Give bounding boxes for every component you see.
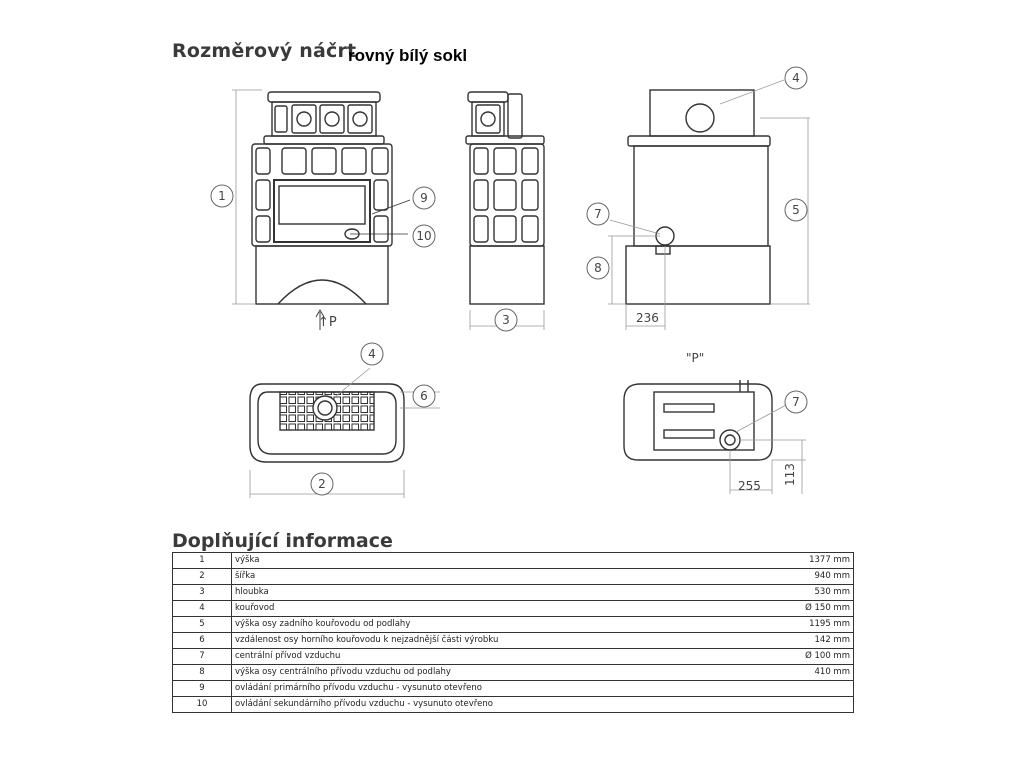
row-value: 1195 mm <box>753 616 854 633</box>
row-number: 10 <box>172 696 232 713</box>
row-number: 2 <box>172 568 232 585</box>
info-title: Doplňující informace <box>172 530 393 552</box>
row-label: centrální přívod vzduchu <box>230 648 754 665</box>
page-subtitle: rovný bílý sokl <box>348 46 468 65</box>
callout-5-label: 5 <box>792 203 800 217</box>
view-p <box>623 380 806 494</box>
callout-4-top <box>360 342 384 366</box>
callout-3-label: 3 <box>502 313 510 327</box>
callout-6 <box>412 384 436 408</box>
dimension-255: 255 <box>738 479 761 493</box>
callout-7-p <box>784 390 808 414</box>
view-label-p: "P" <box>686 351 704 365</box>
row-label: šířka <box>230 568 754 585</box>
dimension-113: 113 <box>783 463 797 486</box>
crown-tiles <box>274 104 373 134</box>
fire-door <box>273 179 371 243</box>
row-label: kouřovod <box>230 600 754 617</box>
callout-10 <box>412 224 436 248</box>
row-value: Ø 100 mm <box>753 648 854 665</box>
row-number: 7 <box>172 648 232 665</box>
callout-7-p-label: 7 <box>792 395 800 409</box>
row-number: 6 <box>172 632 232 649</box>
row-value: 142 mm <box>753 632 854 649</box>
row-value: 410 mm <box>753 664 854 681</box>
callout-4-top-label: 4 <box>368 347 376 361</box>
row-number: 4 <box>172 600 232 617</box>
row-label: výška osy zadního kouřovodu od podlahy <box>230 616 754 633</box>
row-label: výška osy centrálního přívodu vzduchu od… <box>230 664 754 681</box>
row-label: výška <box>230 552 754 569</box>
callout-1 <box>210 184 234 208</box>
callout-2-label: 2 <box>318 477 326 491</box>
row-label: ovládání sekundárního přívodu vzduchu - … <box>230 696 754 713</box>
callout-8-label: 8 <box>594 261 602 275</box>
dimension-236: 236 <box>636 311 659 325</box>
view-marker-arrow: ↑P <box>318 315 337 330</box>
callout-4-rear-label: 4 <box>792 71 800 85</box>
page-title: Rozměrový náčrt <box>172 40 357 62</box>
top-view <box>249 367 440 498</box>
row-label: vzdálenost osy horního kouřovodu k nejza… <box>230 632 754 649</box>
callout-7-rear-label: 7 <box>594 207 602 221</box>
callout-1-label: 1 <box>218 189 226 203</box>
row-value: 940 mm <box>753 568 854 585</box>
callout-7-rear <box>586 202 610 226</box>
row-number: 9 <box>172 680 232 697</box>
callout-5 <box>784 198 808 222</box>
callout-10-label: 10 <box>416 229 431 243</box>
callout-4-rear <box>784 66 808 90</box>
row-number: 8 <box>172 664 232 681</box>
callout-2 <box>310 472 334 496</box>
row-value <box>753 696 854 713</box>
side-view <box>465 91 545 330</box>
row-number: 5 <box>172 616 232 633</box>
row-value: 530 mm <box>753 584 854 601</box>
front-view <box>232 89 411 330</box>
callout-9 <box>412 186 436 210</box>
rear-view <box>608 79 810 330</box>
white-plinth <box>255 245 389 305</box>
body-tiles <box>255 147 389 243</box>
row-number: 3 <box>172 584 232 601</box>
row-label: hloubka <box>230 584 754 601</box>
dimension-drawing: 1 9 10 3 4 5 7 8 4 6 2 7 236 255 113 ↑P … <box>210 66 810 498</box>
row-label: ovládání primárního přívodu vzduchu - vy… <box>230 680 754 697</box>
row-value <box>753 680 854 697</box>
callout-6-label: 6 <box>420 389 428 403</box>
row-number: 1 <box>172 552 232 569</box>
row-value: Ø 150 mm <box>753 600 854 617</box>
callout-3 <box>494 308 518 332</box>
row-value: 1377 mm <box>753 552 854 569</box>
callout-9-label: 9 <box>420 191 428 205</box>
callout-8 <box>586 256 610 280</box>
